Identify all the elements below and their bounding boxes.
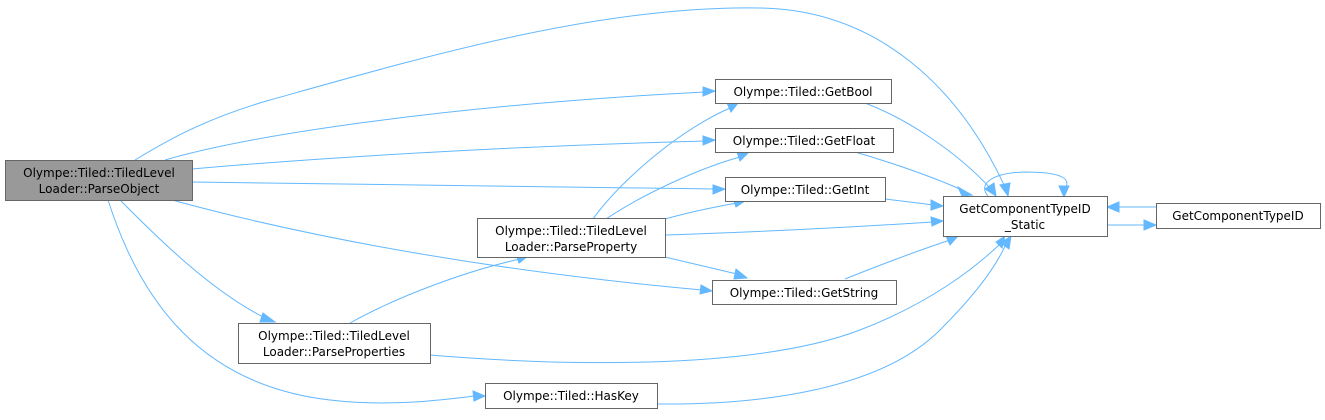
arrowhead: [956, 185, 974, 197]
node-label: Olympe::Tiled::HasKey: [503, 389, 639, 403]
arrowhead: [930, 216, 945, 227]
node-box: [715, 128, 894, 153]
node-label-line-2: Loader::ParseProperty: [505, 240, 637, 254]
nodes: Olympe::Tiled::TiledLevel Loader::ParseO…: [5, 79, 1321, 409]
node-get-component-type-id-static[interactable]: GetComponentTypeID _Static: [943, 196, 1108, 237]
node-label: GetComponentTypeID: [1172, 209, 1303, 223]
arrowhead: [930, 199, 945, 211]
arrowhead: [259, 312, 277, 323]
edge-haskey-to-getcomponenttypeid-static: [656, 245, 1006, 405]
node-box: [485, 383, 658, 409]
edge-parseproperty-to-getstring: [664, 256, 738, 275]
arrowhead: [1058, 185, 1070, 199]
node-box: [715, 79, 892, 104]
arrowhead: [702, 135, 717, 146]
arrowhead: [712, 184, 727, 195]
edge-getbool-to-getcomponenttypeid-static: [864, 102, 991, 189]
arrowhead: [472, 390, 487, 402]
node-label-line-1: Olympe::Tiled::TiledLevel: [495, 224, 647, 238]
edge-parseproperty-to-getcomponenttypeid-static: [664, 221, 934, 236]
arrowhead: [1105, 201, 1120, 213]
node-get-int[interactable]: Olympe::Tiled::GetInt: [725, 177, 886, 202]
edge-parseobject-to-getbool: [164, 91, 706, 161]
node-get-string[interactable]: Olympe::Tiled::GetString: [712, 280, 897, 305]
arrowhead: [999, 182, 1011, 198]
edge-getstring-to-getcomponenttypeid-static: [844, 239, 951, 280]
node-parse-property[interactable]: Olympe::Tiled::TiledLevel Loader::ParseP…: [477, 218, 666, 258]
node-parse-properties[interactable]: Olympe::Tiled::TiledLevel Loader::ParseP…: [238, 323, 431, 364]
edge-parseproperty-to-getint: [664, 202, 738, 220]
edge-parseproperty-to-getfloat: [599, 156, 741, 224]
arrowhead: [699, 284, 714, 295]
edge-parseproperties-to-parseproperty: [349, 258, 521, 324]
arrowhead: [1143, 219, 1158, 231]
arrowhead: [733, 268, 749, 280]
edge-getfloat-to-getcomponenttypeid-static: [854, 151, 963, 191]
node-label-line-1: Olympe::Tiled::TiledLevel: [23, 166, 175, 180]
node-get-bool[interactable]: Olympe::Tiled::GetBool: [715, 79, 892, 104]
arrowhead: [1000, 234, 1012, 250]
node-box: [943, 196, 1108, 237]
node-label-line-1: Olympe::Tiled::TiledLevel: [258, 329, 410, 343]
edge-parseobject-to-parseproperties: [119, 199, 266, 319]
edge-parseobject-to-getfloat: [191, 140, 706, 170]
node-label: Olympe::Tiled::GetInt: [741, 183, 870, 197]
edges: [107, 7, 1158, 405]
arrowhead: [945, 235, 960, 246]
edge-parseobject-to-haskey: [107, 199, 476, 404]
node-box: [712, 280, 897, 305]
edge-getcomponenttypeid-static-self-loop: [984, 171, 1068, 197]
node-get-component-type-id[interactable]: GetComponentTypeID: [1156, 203, 1321, 229]
arrowhead: [726, 102, 740, 113]
node-box: [5, 160, 193, 201]
edge-parseproperties-to-getcomponenttypeid-static: [429, 243, 1001, 364]
node-box: [1156, 203, 1321, 229]
edge-parseproperty-to-getbool: [589, 107, 731, 224]
edge-parseobject-to-getstring: [171, 199, 703, 291]
arrowhead: [736, 151, 751, 162]
node-has-key[interactable]: Olympe::Tiled::HasKey: [485, 383, 658, 409]
arrowhead: [702, 86, 717, 97]
node-get-float[interactable]: Olympe::Tiled::GetFloat: [715, 128, 894, 153]
node-box: [238, 323, 431, 364]
node-label-line-1: GetComponentTypeID: [959, 202, 1090, 216]
node-label-line-2: Loader::ParseProperties: [263, 345, 405, 359]
node-label: Olympe::Tiled::GetFloat: [733, 134, 876, 148]
arrowhead: [984, 182, 997, 198]
node-parse-object[interactable]: Olympe::Tiled::TiledLevel Loader::ParseO…: [5, 160, 193, 201]
node-label: Olympe::Tiled::GetString: [730, 286, 879, 300]
node-label-line-2: _Static: [1004, 218, 1045, 232]
node-box: [725, 177, 886, 202]
node-label: Olympe::Tiled::GetBool: [733, 85, 872, 99]
edge-parseobject-to-getint: [191, 181, 716, 190]
edge-getint-to-getcomponenttypeid-static: [884, 198, 934, 206]
node-label-line-2: Loader::ParseObject: [39, 182, 160, 196]
node-box: [477, 218, 666, 258]
edge-parseobject-to-getcomponenttypeid-static: [134, 7, 1006, 188]
